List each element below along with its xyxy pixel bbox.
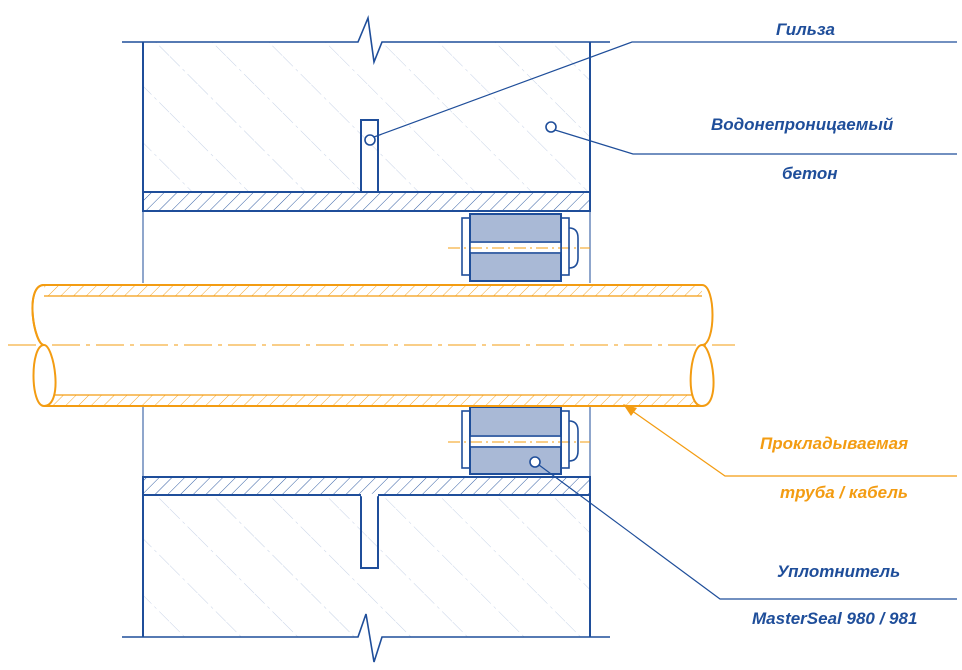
leader-pipe xyxy=(623,404,957,477)
leader-seal xyxy=(529,456,957,600)
upper-concrete-wall xyxy=(122,14,610,193)
upper-sleeve xyxy=(142,191,591,212)
label-sleeve: Гильза xyxy=(776,20,835,39)
label-seal-line2: MasterSeal 980 / 981 xyxy=(752,609,918,628)
label-concrete-line1: Водонепроницаемый xyxy=(711,115,894,134)
lower-sleeve xyxy=(142,476,591,495)
label-concrete-line2: бетон xyxy=(782,164,838,183)
label-pipe-line1: Прокладываемая xyxy=(760,434,909,453)
label-seal-line1: Уплотнитель xyxy=(777,562,901,581)
lower-concrete-wall xyxy=(122,493,610,663)
pipe xyxy=(8,284,735,408)
leader-sleeve xyxy=(364,41,957,146)
leader-concrete xyxy=(545,121,957,155)
label-pipe-line2: труба / кабель xyxy=(780,483,909,502)
lower-seal xyxy=(448,406,590,475)
upper-seal xyxy=(448,213,590,282)
